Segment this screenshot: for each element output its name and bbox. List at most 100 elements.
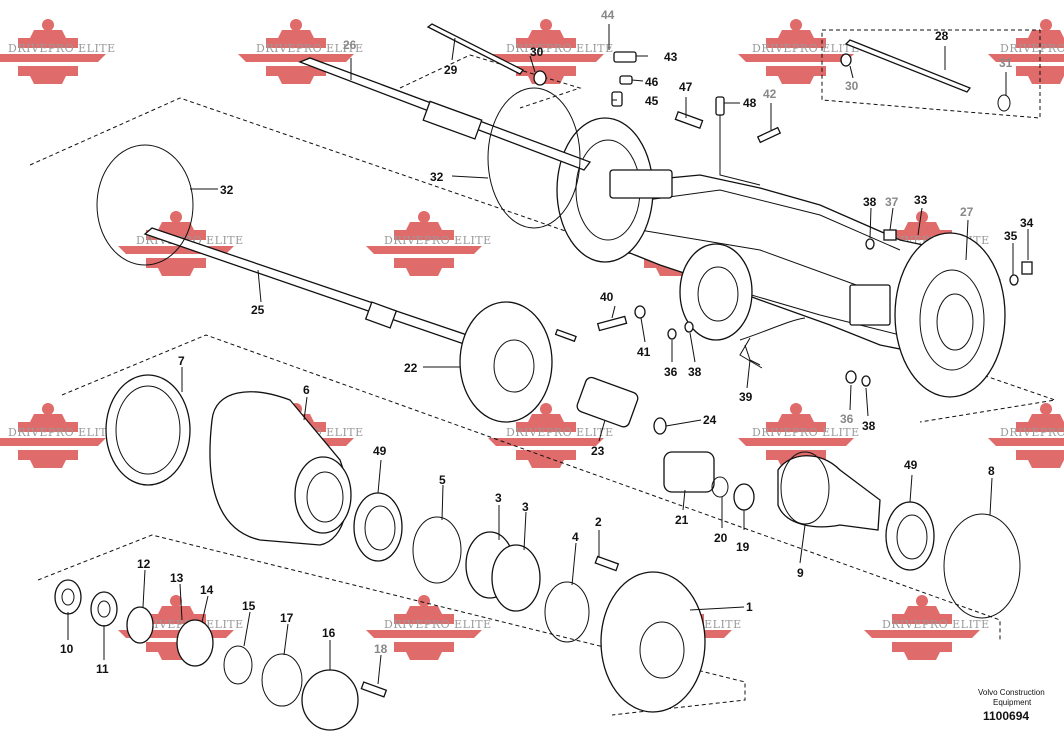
bolt-18 xyxy=(360,681,388,698)
callout-45: 45 xyxy=(645,94,659,108)
housing-top-boss xyxy=(609,169,673,199)
drive-shaft-26-spline xyxy=(422,100,483,140)
callout-34: 34 xyxy=(1020,216,1034,230)
watermark-text: DRIVEPRO ELITE xyxy=(752,42,860,55)
frame-differential-top xyxy=(399,54,582,109)
washer-10 xyxy=(54,579,82,615)
seal-ring-32-right xyxy=(487,87,581,229)
bearing-49-right-inner xyxy=(896,514,928,560)
housing-flange-right-inner xyxy=(919,269,985,371)
callout-38b: 38 xyxy=(862,419,876,433)
housing-flange-right-bore xyxy=(936,293,974,351)
shafts xyxy=(143,23,972,345)
washer-38-right xyxy=(861,375,871,387)
callout-5: 5 xyxy=(439,473,446,487)
washer-38-top xyxy=(865,238,875,250)
callout-49a: 49 xyxy=(373,444,387,458)
bolt-30-right xyxy=(840,53,852,67)
leader-lines xyxy=(67,24,1029,685)
callout-1: 1 xyxy=(746,600,753,614)
callout-21: 21 xyxy=(675,513,689,527)
seal-ring-32-left xyxy=(96,144,194,266)
seal-15 xyxy=(223,645,253,685)
callout-27: 27 xyxy=(960,205,974,219)
sun-gear-21 xyxy=(663,451,715,493)
housing-flange-right xyxy=(894,232,1006,398)
seal-rings xyxy=(96,87,581,266)
differential-carrier-ring xyxy=(679,243,753,341)
watermark-text: DRIVEPRO ELITE xyxy=(882,618,990,631)
callout-19: 19 xyxy=(736,540,750,554)
callout-9: 9 xyxy=(797,566,804,580)
callout-37: 37 xyxy=(885,195,899,209)
callout-4: 4 xyxy=(572,530,579,544)
plug-34 xyxy=(1021,261,1033,275)
cover-16 xyxy=(301,669,359,731)
washer-10-inner xyxy=(61,588,75,606)
callout-38c: 38 xyxy=(863,195,877,209)
callout-35: 35 xyxy=(1004,229,1018,243)
callout-10: 10 xyxy=(60,642,74,656)
callout-32a: 32 xyxy=(220,183,234,197)
callout-12: 12 xyxy=(137,557,151,571)
callout-6: 6 xyxy=(303,383,310,397)
drawing-number: 1100694 xyxy=(983,709,1029,723)
callout-22: 22 xyxy=(404,361,418,375)
washer-35 xyxy=(1009,274,1019,286)
callout-3b: 3 xyxy=(522,500,529,514)
ring-7-inner xyxy=(115,385,181,475)
circlip-8 xyxy=(943,513,1021,619)
bearing-49-left-inner xyxy=(364,505,396,551)
watermark-text: DRIVEPRO ELITE xyxy=(384,234,492,247)
brake-assembly xyxy=(459,301,667,435)
watermark-text: DRIVEPRO ELITE xyxy=(506,42,614,55)
ring-12 xyxy=(126,606,154,644)
watermark-text: DRIVEPRO ELITE xyxy=(384,618,492,631)
callout-15: 15 xyxy=(242,599,256,613)
watermark-text: DRIVEPRO ELITE xyxy=(256,42,364,55)
breather-tube xyxy=(719,105,761,186)
shaft-29 xyxy=(426,23,524,75)
nut-11 xyxy=(90,591,118,627)
callout-42: 42 xyxy=(763,87,777,101)
drawing-footer: Volvo Construction Equipment 1100694 xyxy=(978,688,1045,723)
cap-46 xyxy=(619,75,633,85)
callout-28: 28 xyxy=(935,29,949,43)
disc-4 xyxy=(544,581,590,643)
callout-36b: 36 xyxy=(840,412,854,426)
watermark-text: DRIVEPRO ELITE xyxy=(506,426,614,439)
callout-40: 40 xyxy=(600,290,614,304)
nut-11-inner xyxy=(97,600,111,618)
callout-11: 11 xyxy=(96,662,109,676)
plug-36 xyxy=(667,328,677,340)
callout-20: 20 xyxy=(714,531,728,545)
bolt-40 xyxy=(596,315,628,332)
callout-24: 24 xyxy=(703,413,717,427)
callout-31: 31 xyxy=(999,56,1013,70)
callout-14: 14 xyxy=(200,583,214,597)
watermark-text: DRIVEPRO ELITE xyxy=(8,426,116,439)
frame-hub-group xyxy=(61,334,1001,640)
gasket-17 xyxy=(261,653,303,707)
spindle-9-flange xyxy=(780,451,830,525)
washer-38 xyxy=(684,321,694,333)
callout-3a: 3 xyxy=(495,491,502,505)
wiring-harness xyxy=(739,317,806,366)
snap-ring-20 xyxy=(711,476,729,498)
hub-flange-1 xyxy=(600,571,706,713)
ring-7 xyxy=(105,374,191,486)
axle-housing xyxy=(556,105,1006,398)
brand-line-1: Volvo Construction xyxy=(978,688,1045,697)
callout-49b: 49 xyxy=(904,458,918,472)
watermark-text: DRIVEPRO ELITE xyxy=(752,426,860,439)
callout-16: 16 xyxy=(322,626,336,640)
gear-19 xyxy=(733,483,755,511)
washer-24 xyxy=(653,417,667,435)
callout-8: 8 xyxy=(988,464,995,478)
watermark-text: DRIVEPRO ELITE xyxy=(1000,42,1064,55)
hub-flange-1-boss xyxy=(639,621,685,679)
callout-2: 2 xyxy=(595,515,602,529)
pin-22 xyxy=(554,328,577,343)
housing-mount-pad xyxy=(849,284,891,326)
